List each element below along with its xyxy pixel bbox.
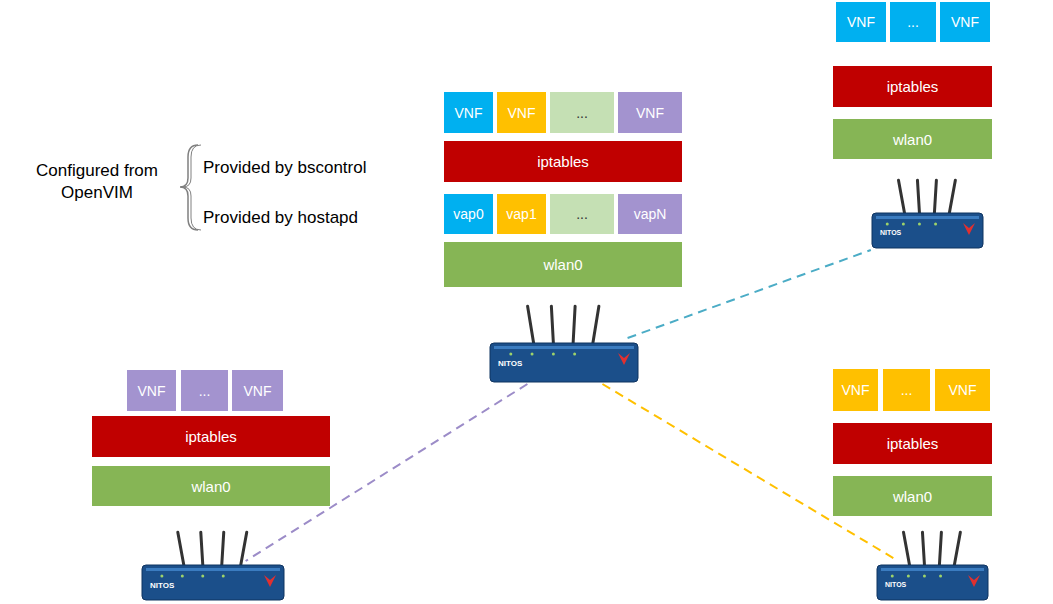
stack-box: VNF — [618, 92, 682, 133]
stack-box: VNF — [836, 2, 886, 42]
stack-box: iptables — [833, 66, 992, 107]
stack-box: vap0 — [444, 194, 493, 234]
router-illustration — [875, 520, 990, 602]
box-label: VNF — [508, 105, 536, 121]
stack-box: VNF — [444, 92, 493, 133]
stack-box: VNF — [232, 370, 283, 411]
box-label: ... — [199, 383, 211, 399]
brace — [183, 145, 201, 230]
box-label: VNF — [949, 382, 977, 398]
annotation: Provided by hostapd — [203, 207, 403, 229]
annotation: Provided by bscontrol — [203, 157, 403, 179]
box-label: VNF — [636, 105, 664, 121]
stack-box: iptables — [444, 141, 682, 182]
box-label: wlan0 — [893, 488, 932, 505]
router-illustration — [488, 292, 640, 384]
stack-box: wlan0 — [833, 119, 992, 159]
box-label: VNF — [455, 105, 483, 121]
stack-box: VNF — [935, 369, 990, 411]
brace — [180, 145, 198, 230]
stack-box: iptables — [92, 416, 330, 457]
box-label: ... — [576, 206, 588, 222]
logo-text: NITOS — [880, 229, 985, 236]
box-label: VNF — [244, 383, 272, 399]
router-node: NITOS — [488, 292, 640, 384]
annotation: Configured from OpenVIM — [14, 160, 180, 204]
box-label: wlan0 — [191, 478, 230, 495]
stack-box: VNF — [940, 2, 990, 42]
stack-box: iptables — [833, 423, 992, 464]
box-label: ... — [907, 14, 919, 30]
router-illustration — [870, 168, 985, 250]
router-node: NITOS — [140, 520, 286, 602]
stack-box: ... — [550, 92, 614, 133]
box-label: vap0 — [453, 206, 483, 222]
stack-box: wlan0 — [833, 476, 992, 516]
box-label: wlan0 — [543, 256, 582, 273]
box-label: VNF — [842, 382, 870, 398]
stack-box: ... — [890, 2, 936, 42]
box-label: iptables — [537, 153, 589, 170]
logo-text: NITOS — [885, 581, 990, 588]
stack-box: wlan0 — [92, 466, 330, 506]
box-label: ... — [576, 105, 588, 121]
stack-box: VNF — [127, 370, 176, 411]
stack-box: vapN — [618, 194, 682, 234]
box-label: VNF — [847, 14, 875, 30]
box-label: iptables — [185, 428, 237, 445]
box-label: VNF — [138, 383, 166, 399]
box-label: wlan0 — [893, 131, 932, 148]
stack-box: VNF — [497, 92, 546, 133]
logo-text: NITOS — [150, 581, 286, 590]
box-label: iptables — [887, 435, 939, 452]
box-label: ... — [901, 382, 913, 398]
box-label: iptables — [887, 78, 939, 95]
stack-box: ... — [883, 369, 930, 411]
box-label: VNF — [951, 14, 979, 30]
router-node: NITOS — [875, 520, 990, 602]
router-node: NITOS — [870, 168, 985, 250]
stack-box: ... — [550, 194, 614, 234]
stack-box: ... — [181, 370, 228, 411]
stack-box: vap1 — [497, 194, 546, 234]
stack-box: wlan0 — [444, 242, 682, 287]
stack-box: VNF — [833, 369, 878, 411]
logo-text: NITOS — [498, 359, 640, 368]
box-label: vapN — [634, 206, 667, 222]
box-label: vap1 — [506, 206, 536, 222]
